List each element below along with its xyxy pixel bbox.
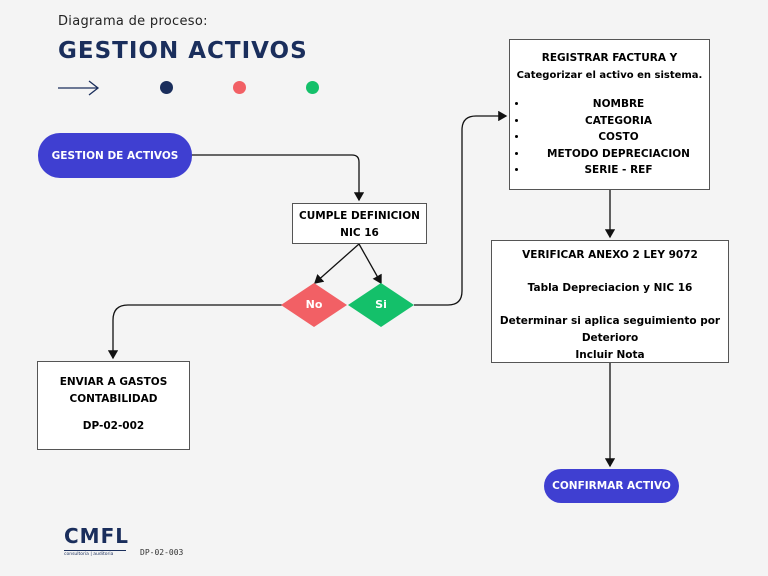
verificar-line-3: Determinar si aplica seguimiento por [499, 315, 721, 327]
gastos-line-2: CONTABILIDAD [69, 393, 158, 405]
verificar-line-4: Deterioro [581, 332, 639, 344]
connector-si-registrar [414, 110, 508, 306]
verificar-line-2: Tabla Depreciacion y NIC 16 [527, 282, 693, 294]
verificar-line-1: VERIFICAR ANEXO 2 LEY 9072 [522, 249, 698, 261]
end-node: CONFIRMAR ACTIVO [544, 469, 679, 503]
connector-no-gastos [107, 304, 282, 360]
coral-dot [233, 81, 246, 94]
registrar-field-list: NOMBRE CATEGORIA COSTO METODO DEPRECIACI… [510, 96, 709, 179]
registrar-line-1: REGISTRAR FACTURA Y [541, 52, 678, 64]
registrar-node: REGISTRAR FACTURA Y Categorizar el activ… [509, 39, 710, 190]
list-item: METODO DEPRECIACION [528, 146, 709, 163]
gastos-doc-code: DP-02-002 [82, 420, 145, 432]
gastos-node: ENVIAR A GASTOS CONTABILIDAD DP-02-002 [37, 361, 190, 450]
decision-si-diamond [348, 283, 414, 327]
green-dot [306, 81, 319, 94]
connector-decision-si [358, 243, 382, 285]
no-label: No [305, 298, 323, 311]
gastos-line-1: ENVIAR A GASTOS [59, 376, 168, 388]
list-item: SERIE - REF [528, 162, 709, 179]
header-arrow-icon [58, 80, 100, 96]
verificar-node: VERIFICAR ANEXO 2 LEY 9072 Tabla Depreci… [491, 240, 729, 363]
navy-dot [160, 81, 173, 94]
list-item: COSTO [528, 129, 709, 146]
decision-node: CUMPLE DEFINICION NIC 16 [292, 203, 427, 244]
connector-decision-no [314, 243, 360, 284]
si-label: Si [375, 298, 387, 311]
connector-start-decision [190, 154, 365, 202]
company-logo: CMFL [64, 524, 129, 548]
document-code: DP-02-003 [140, 548, 184, 557]
list-item: NOMBRE [528, 96, 709, 113]
diagram-subtitle: Diagrama de proceso: [58, 14, 208, 29]
decision-line-1: CUMPLE DEFINICION [299, 210, 420, 222]
verificar-line-5: Incluir Nota [575, 349, 645, 361]
start-node: GESTION DE ACTIVOS [38, 133, 192, 178]
diagram-title: GESTION ACTIVOS [58, 38, 308, 64]
decision-line-2: NIC 16 [340, 227, 379, 239]
decision-no-diamond [281, 283, 347, 327]
logo-tagline: consultoria | auditoria [64, 550, 126, 557]
list-item: CATEGORIA [528, 113, 709, 130]
registrar-line-2: Categorizar el activo en sistema. [516, 70, 703, 81]
